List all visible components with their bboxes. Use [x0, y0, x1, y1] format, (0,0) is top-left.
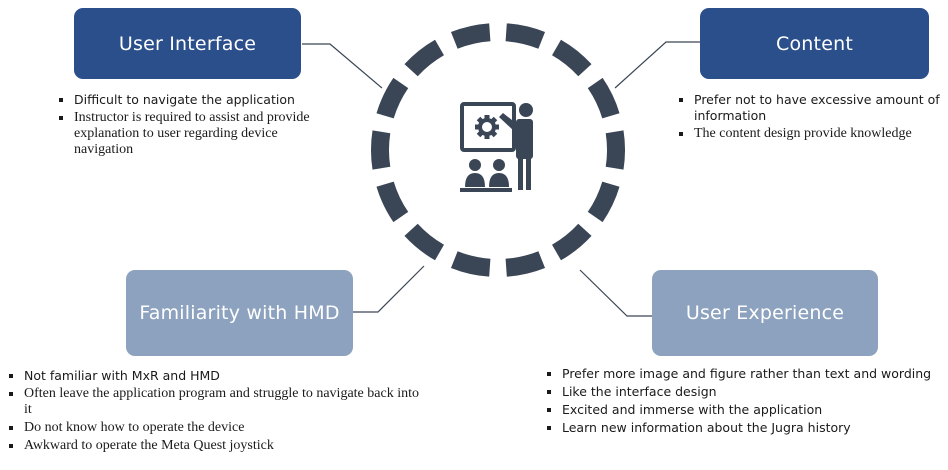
familiarity-list: Not familiar with MxR and HMD Often leav…	[8, 368, 419, 456]
familiarity-box: Familiarity with HMD	[126, 270, 353, 356]
ring-segments	[371, 23, 625, 277]
connector-user-interface	[302, 43, 383, 89]
user-experience-title: User Experience	[685, 302, 845, 324]
ring-segment	[587, 181, 620, 223]
connector-familiarity	[353, 265, 425, 313]
connector-user-experience	[579, 269, 652, 317]
user-experience-list: Prefer more image and figure rather than…	[546, 366, 946, 438]
content-box: Content	[700, 8, 929, 79]
ring-segment	[376, 181, 409, 223]
list-item: Awkward to operate the Meta Quest joysti…	[8, 438, 418, 454]
presentation-teacher-icon	[460, 102, 533, 192]
ring-segment	[551, 223, 592, 261]
content-list: Prefer not to have excessive amount of i…	[678, 92, 948, 144]
ring-segment	[450, 23, 491, 49]
list-item: Do not know how to operate the device	[8, 420, 418, 436]
list-item: Like the interface design	[546, 384, 946, 400]
ring-segment	[551, 39, 592, 77]
list-item: Prefer more image and figure rather than…	[546, 366, 946, 382]
user-interface-list: Difficult to navigate the application In…	[58, 92, 358, 160]
list-item: Learn new information about the Jugra hi…	[546, 420, 946, 436]
user-interface-box: User Interface	[74, 8, 301, 79]
list-item: The content design provide knowledge	[678, 126, 948, 142]
list-item: Often leave the application program and …	[8, 386, 424, 418]
connector-content	[614, 41, 700, 89]
content-title: Content	[776, 32, 853, 55]
list-item: Instructor is required to assist and pro…	[58, 110, 329, 158]
familiarity-title: Familiarity with HMD	[139, 302, 340, 324]
ring-segment	[505, 23, 546, 49]
ring-segment	[376, 77, 409, 119]
ring-segment	[587, 77, 620, 119]
ring-segment	[605, 130, 625, 170]
list-item: Difficult to navigate the application	[58, 92, 358, 108]
user-experience-box: User Experience	[652, 270, 878, 356]
list-item: Not familiar with MxR and HMD	[8, 368, 418, 384]
ring-segment	[404, 223, 445, 261]
ring-segment	[505, 251, 546, 277]
connector-lines	[302, 41, 700, 317]
ring-segment	[450, 251, 491, 277]
list-item: Prefer not to have excessive amount of i…	[678, 92, 948, 124]
list-item: Excited and immerse with the application	[546, 402, 946, 418]
ring-segment	[404, 39, 445, 77]
ring-segment	[371, 130, 391, 170]
user-interface-title: User Interface	[118, 32, 257, 55]
